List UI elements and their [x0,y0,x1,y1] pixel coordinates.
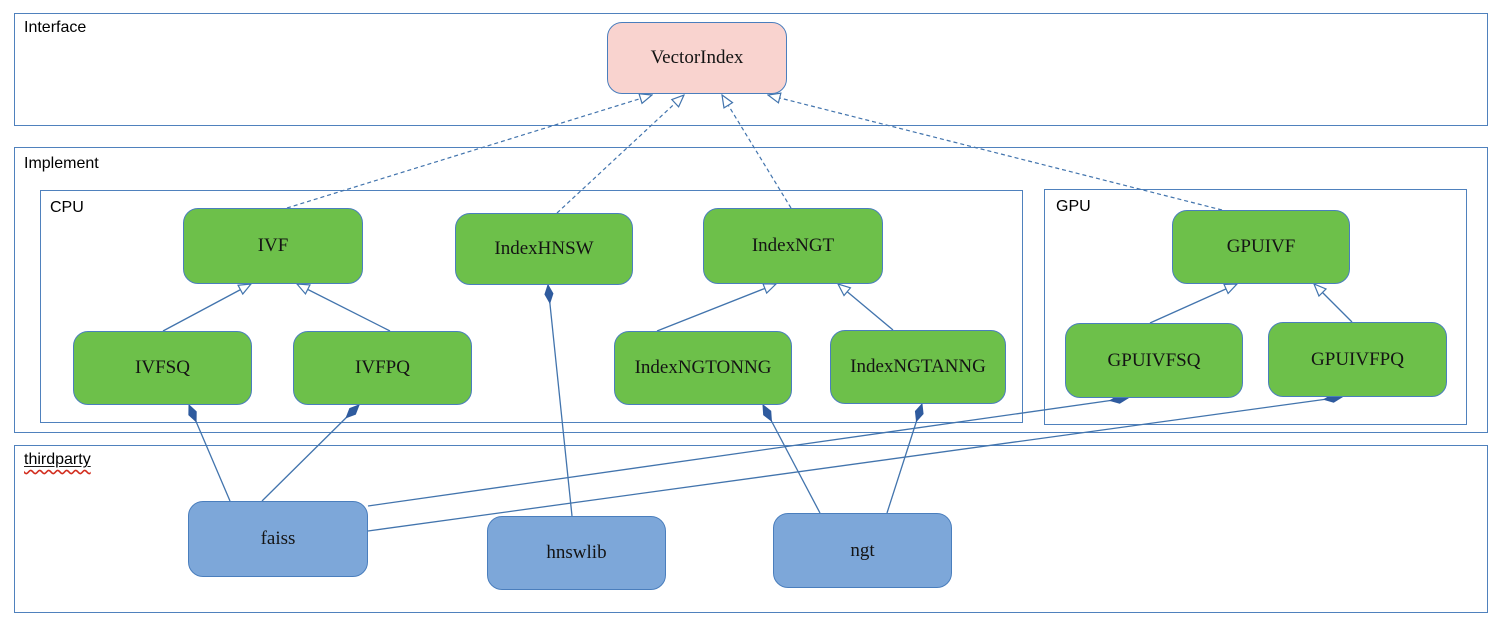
container-label-interface: Interface [24,19,87,36]
node-label-faiss: faiss [260,528,296,549]
node-label-vectorindex: VectorIndex [650,47,744,68]
node-hnswlib[interactable]: hnswlib [487,516,666,590]
node-indexngt[interactable]: IndexNGT [703,208,883,284]
node-label-ivfsq: IVFSQ [135,357,190,378]
node-gpuivfsq[interactable]: GPUIVFSQ [1065,323,1243,398]
node-ngt[interactable]: ngt [773,513,952,588]
node-indexngtonng[interactable]: IndexNGTONNG [614,331,792,405]
node-label-indexhnsw: IndexHNSW [494,238,594,259]
container-label-implement: Implement [24,155,99,172]
node-label-ngt: ngt [850,539,875,561]
node-gpuivfpq[interactable]: GPUIVFPQ [1268,322,1447,397]
container-label-gpu: GPU [1056,198,1091,215]
node-label-indexngt: IndexNGT [751,235,835,256]
container-label-thirdparty: thirdparty [24,451,91,469]
container-label-thirdparty-text: thirdparty [24,451,91,468]
node-label-hnswlib: hnswlib [546,542,607,563]
node-label-gpuivfpq: GPUIVFPQ [1311,348,1404,370]
node-label-gpuivf: GPUIVF [1226,236,1296,257]
node-label-ivfpq: IVFPQ [355,357,410,378]
node-gpuivf[interactable]: GPUIVF [1172,210,1350,284]
node-indexngtanng[interactable]: IndexNGTANNG [830,330,1006,404]
node-indexhnsw[interactable]: IndexHNSW [455,213,633,285]
node-faiss[interactable]: faiss [188,501,368,577]
node-label-indexngtanng: IndexNGTANNG [850,356,986,377]
node-vectorindex[interactable]: VectorIndex [607,22,787,94]
container-label-cpu: CPU [50,199,84,216]
node-ivf[interactable]: IVF [183,208,363,284]
node-ivfpq[interactable]: IVFPQ [293,331,472,405]
node-label-gpuivfsq: GPUIVFSQ [1107,349,1201,371]
node-label-ivf: IVF [257,235,289,256]
node-ivfsq[interactable]: IVFSQ [73,331,252,405]
node-label-indexngtonng: IndexNGTONNG [634,357,772,378]
